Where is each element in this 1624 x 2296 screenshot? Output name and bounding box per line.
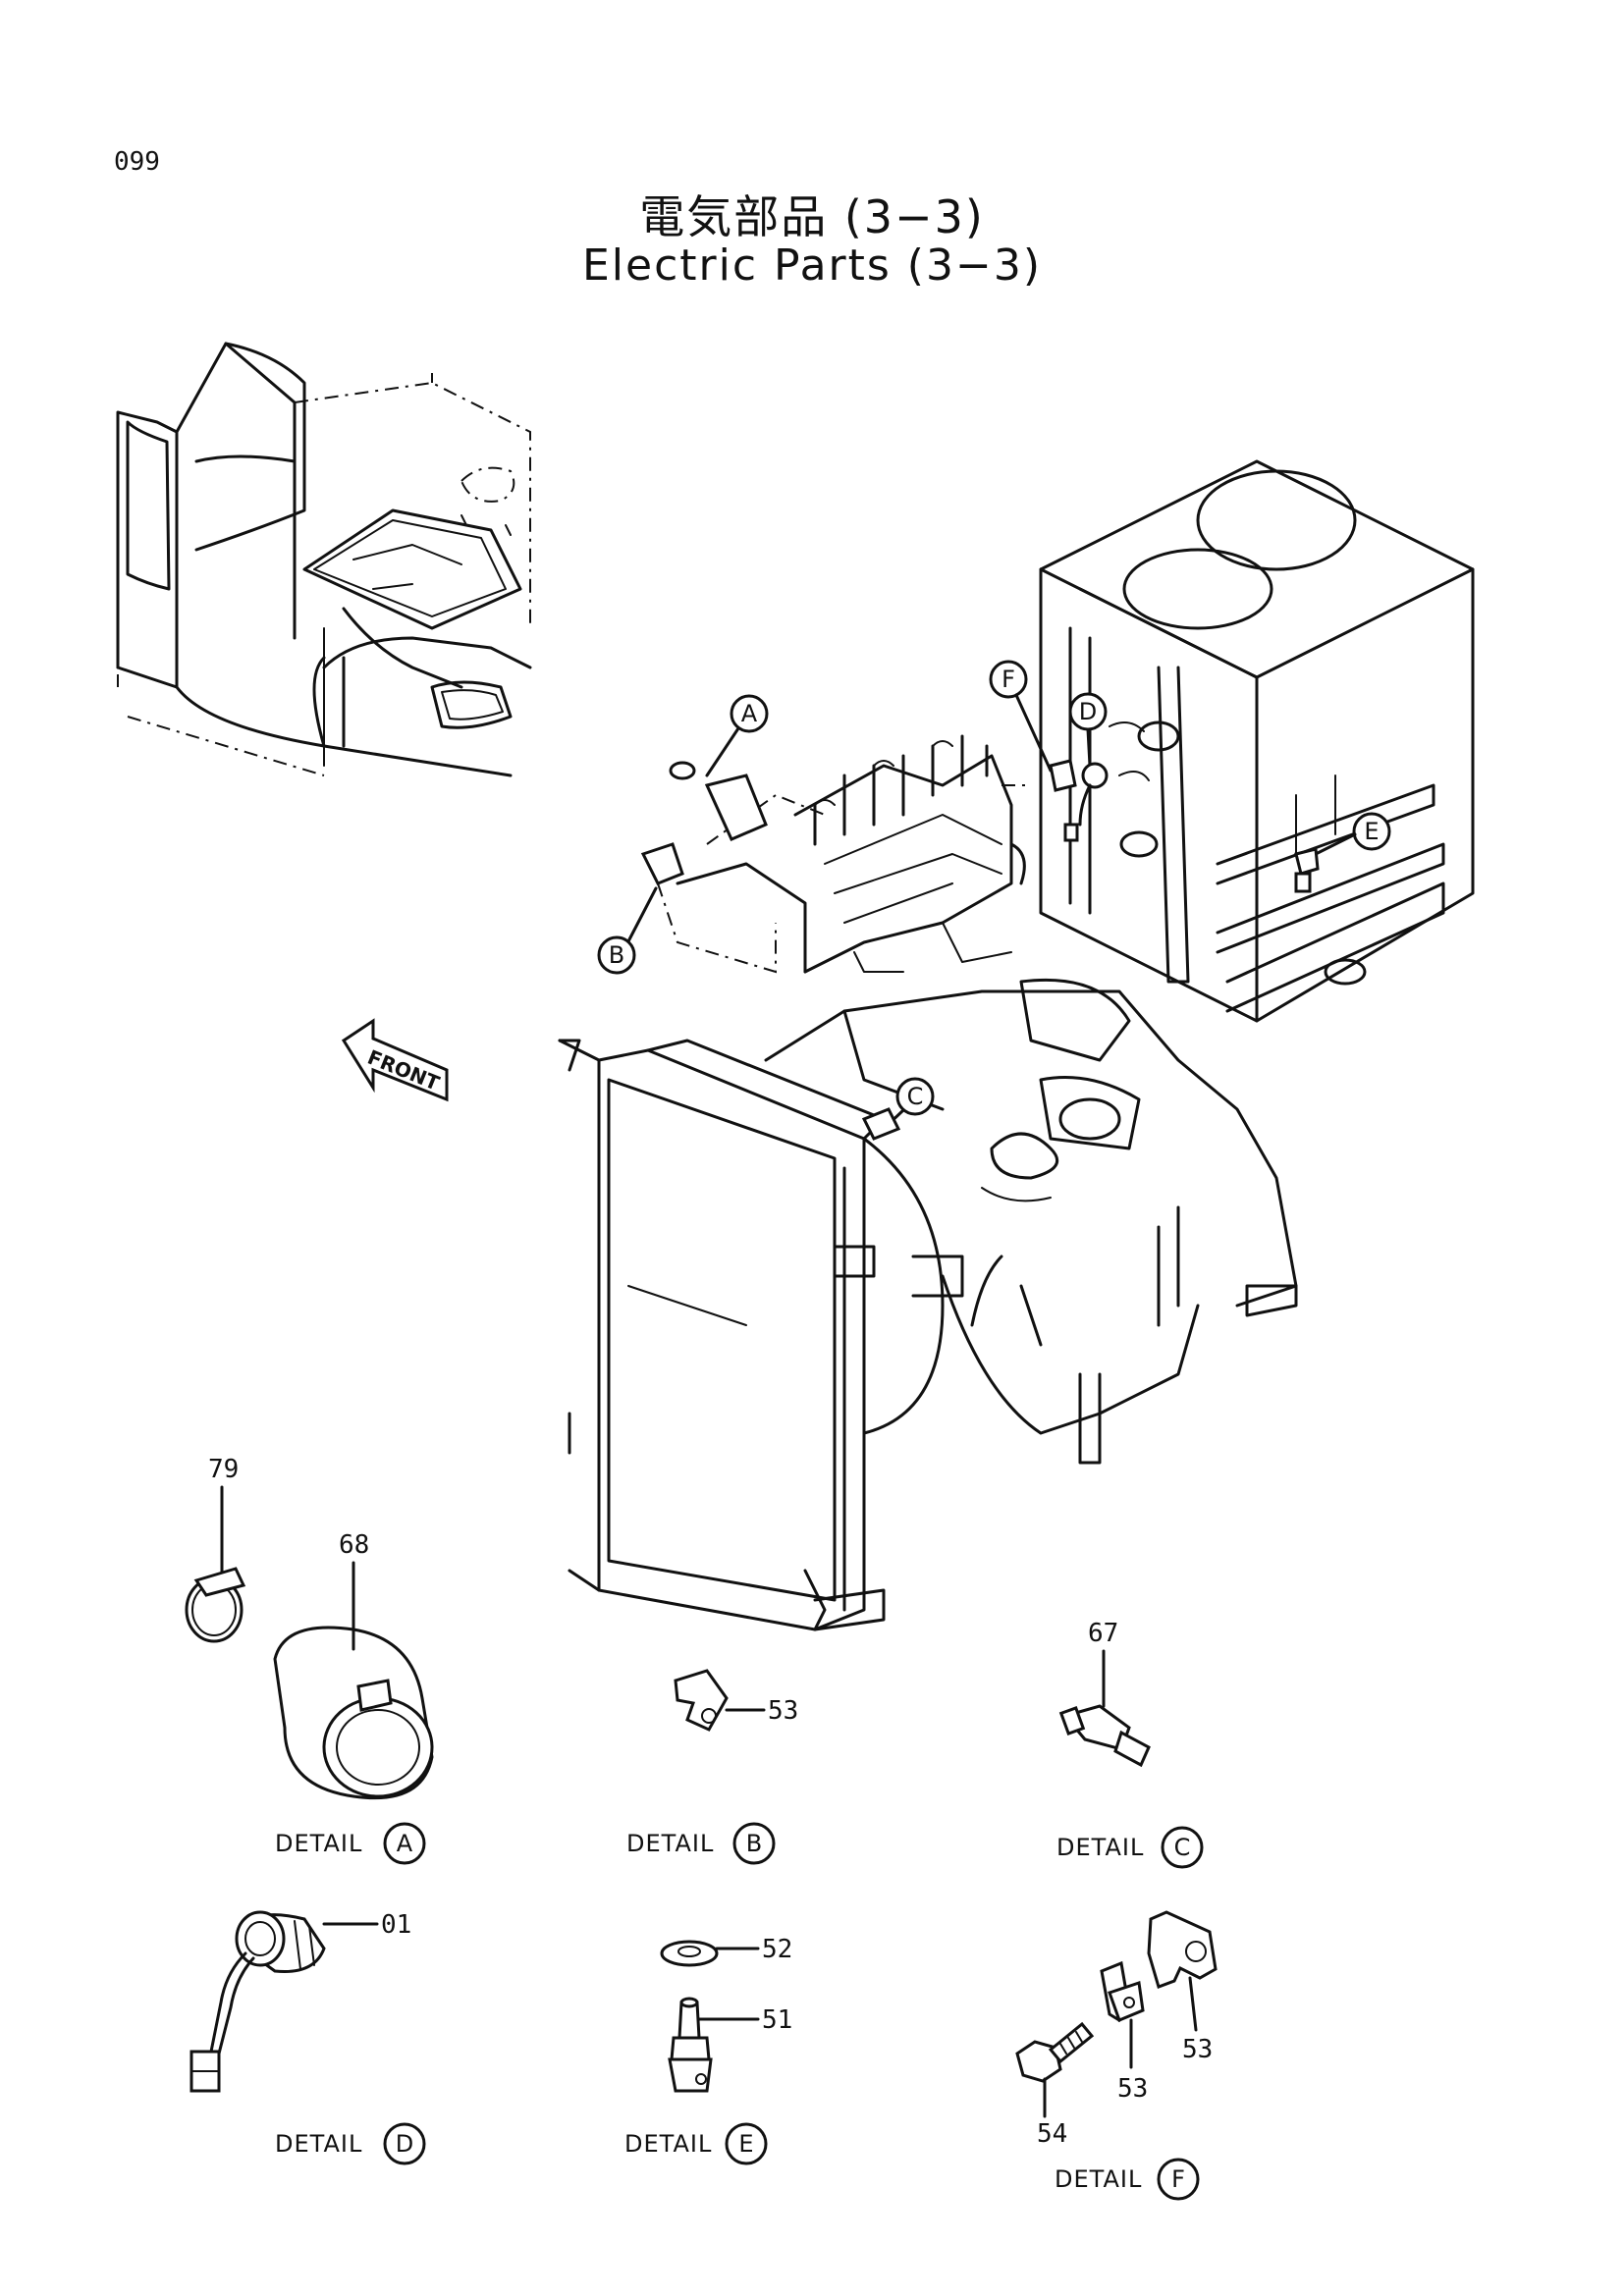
part-number-53-detail-f-1: 53 [1117, 2074, 1148, 2104]
detail-e-letter: E [738, 2130, 753, 2158]
svg-text:F: F [1001, 666, 1015, 693]
part-number-52: 52 [762, 1935, 792, 1964]
callout-d: D [1068, 692, 1108, 768]
svg-text:C: C [907, 1083, 924, 1110]
part-number-01: 01 [381, 1910, 411, 1940]
radiator-assembly [558, 1039, 964, 1631]
page-title-en: Electric Parts (3−3) [582, 240, 1042, 291]
page-title-jp: 電気部品 (3−3) [639, 190, 985, 243]
detail-d-group: 01 DETAIL D [189, 1910, 426, 2165]
svg-text:D: D [1079, 698, 1097, 725]
engine-lower [764, 978, 1298, 1465]
detail-b-letter: B [746, 1830, 762, 1857]
detail-d-label: DETAIL [275, 2130, 362, 2158]
detail-c-letter: C [1174, 1834, 1191, 1861]
svg-text:B: B [609, 941, 624, 969]
detail-c-label: DETAIL [1056, 1834, 1144, 1861]
part-number-53-detail-f-2: 53 [1182, 2035, 1213, 2064]
detail-c-group: 67 DETAIL C [1056, 1619, 1204, 1869]
detail-f-label: DETAIL [1055, 2165, 1142, 2193]
cab-assembly [116, 342, 532, 777]
callout-f: F [989, 660, 1053, 773]
detail-e-group: 52 51 DETAIL E [624, 1935, 792, 2165]
part-number-53-detail-b: 53 [768, 1696, 798, 1726]
callout-e: E [1314, 812, 1391, 856]
detail-a-group: 79 68 DETAIL A [185, 1455, 434, 1865]
part-number-68: 68 [339, 1530, 369, 1560]
detail-a-letter: A [397, 1830, 413, 1857]
detail-d-letter: D [396, 2130, 413, 2158]
detail-f-group: 54 53 53 DETAIL F [1015, 1910, 1218, 2201]
svg-text:E: E [1364, 818, 1379, 845]
main-view-small-parts [640, 759, 1320, 1141]
detail-b-group: 53 DETAIL B [626, 1669, 798, 1865]
detail-f-letter: F [1171, 2165, 1185, 2193]
svg-text:A: A [741, 700, 758, 727]
control-valve-assembly [657, 734, 1031, 974]
detail-e-label: DETAIL [624, 2130, 712, 2158]
engine-tank-assembly [1039, 459, 1475, 1023]
detail-a-label: DETAIL [275, 1830, 362, 1857]
detail-b-label: DETAIL [626, 1830, 714, 1857]
front-direction-arrow: FRONT [341, 1018, 449, 1102]
part-number-79: 79 [208, 1455, 239, 1484]
part-number-67: 67 [1088, 1619, 1118, 1648]
part-number-51: 51 [762, 2005, 792, 2035]
callout-b: B [597, 886, 658, 975]
part-number-54: 54 [1037, 2119, 1067, 2149]
page-number: 099 [114, 147, 160, 177]
callout-a: A [705, 694, 769, 777]
